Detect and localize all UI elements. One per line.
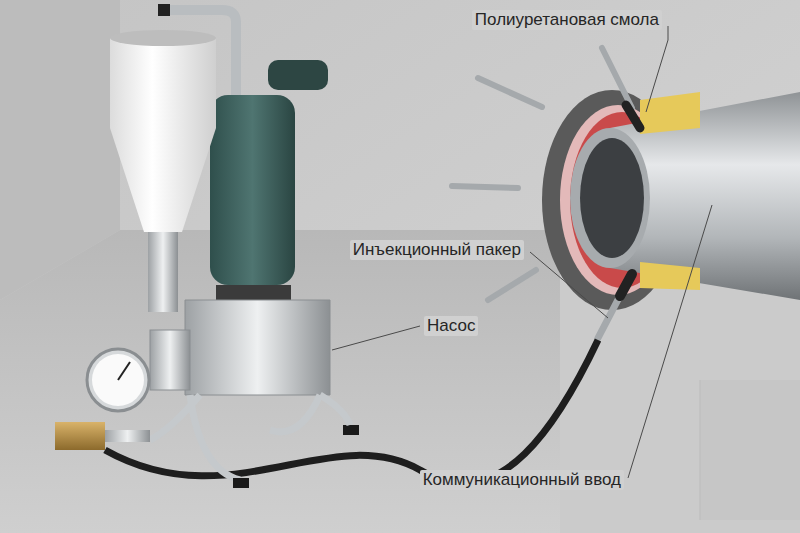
illustration-rect (55, 422, 105, 450)
illustration-line (332, 326, 420, 350)
leader-lines (332, 26, 712, 478)
injection-packers (452, 48, 640, 338)
illustration-rect (150, 330, 190, 390)
illustration-polygon (110, 128, 216, 232)
illustration-polygon (640, 262, 700, 290)
illustration-polyline (646, 26, 668, 112)
illustration-rect (268, 60, 328, 90)
illustration-line (158, 4, 170, 16)
illustration-ellipse (110, 30, 216, 46)
illustration-ellipse (580, 138, 644, 258)
illustration-rect (105, 430, 150, 442)
illustration-line (478, 78, 542, 107)
illustration-line (602, 48, 632, 108)
packer-label: Инъекционный пакер (350, 240, 524, 260)
illustration-rect (343, 425, 359, 435)
illustration-rect (110, 38, 216, 128)
pipe (570, 92, 800, 300)
illustration-rect (148, 232, 178, 312)
illustration-rect (210, 95, 295, 285)
illustration-line (626, 105, 640, 128)
illustration-line (620, 274, 632, 296)
illustration-line (488, 270, 536, 300)
illustration-line (628, 205, 712, 478)
illustration-rect (233, 478, 249, 488)
illustration-circle (87, 349, 149, 411)
illustration-polygon (640, 92, 700, 134)
illustration-path (150, 395, 320, 480)
pump-label: Насос (424, 316, 478, 336)
illustration-circle (92, 354, 144, 406)
illustration-polygon (185, 300, 330, 395)
inlet-label: Коммуникационный ввод (420, 470, 624, 490)
resin-label: Полиуретановая смола (472, 10, 662, 30)
pump (55, 10, 359, 488)
illustration-ellipse (570, 128, 650, 268)
illustration-path (320, 395, 350, 425)
illustration-line (118, 362, 130, 380)
illustration-line (452, 186, 518, 188)
illustration-line (530, 252, 608, 318)
